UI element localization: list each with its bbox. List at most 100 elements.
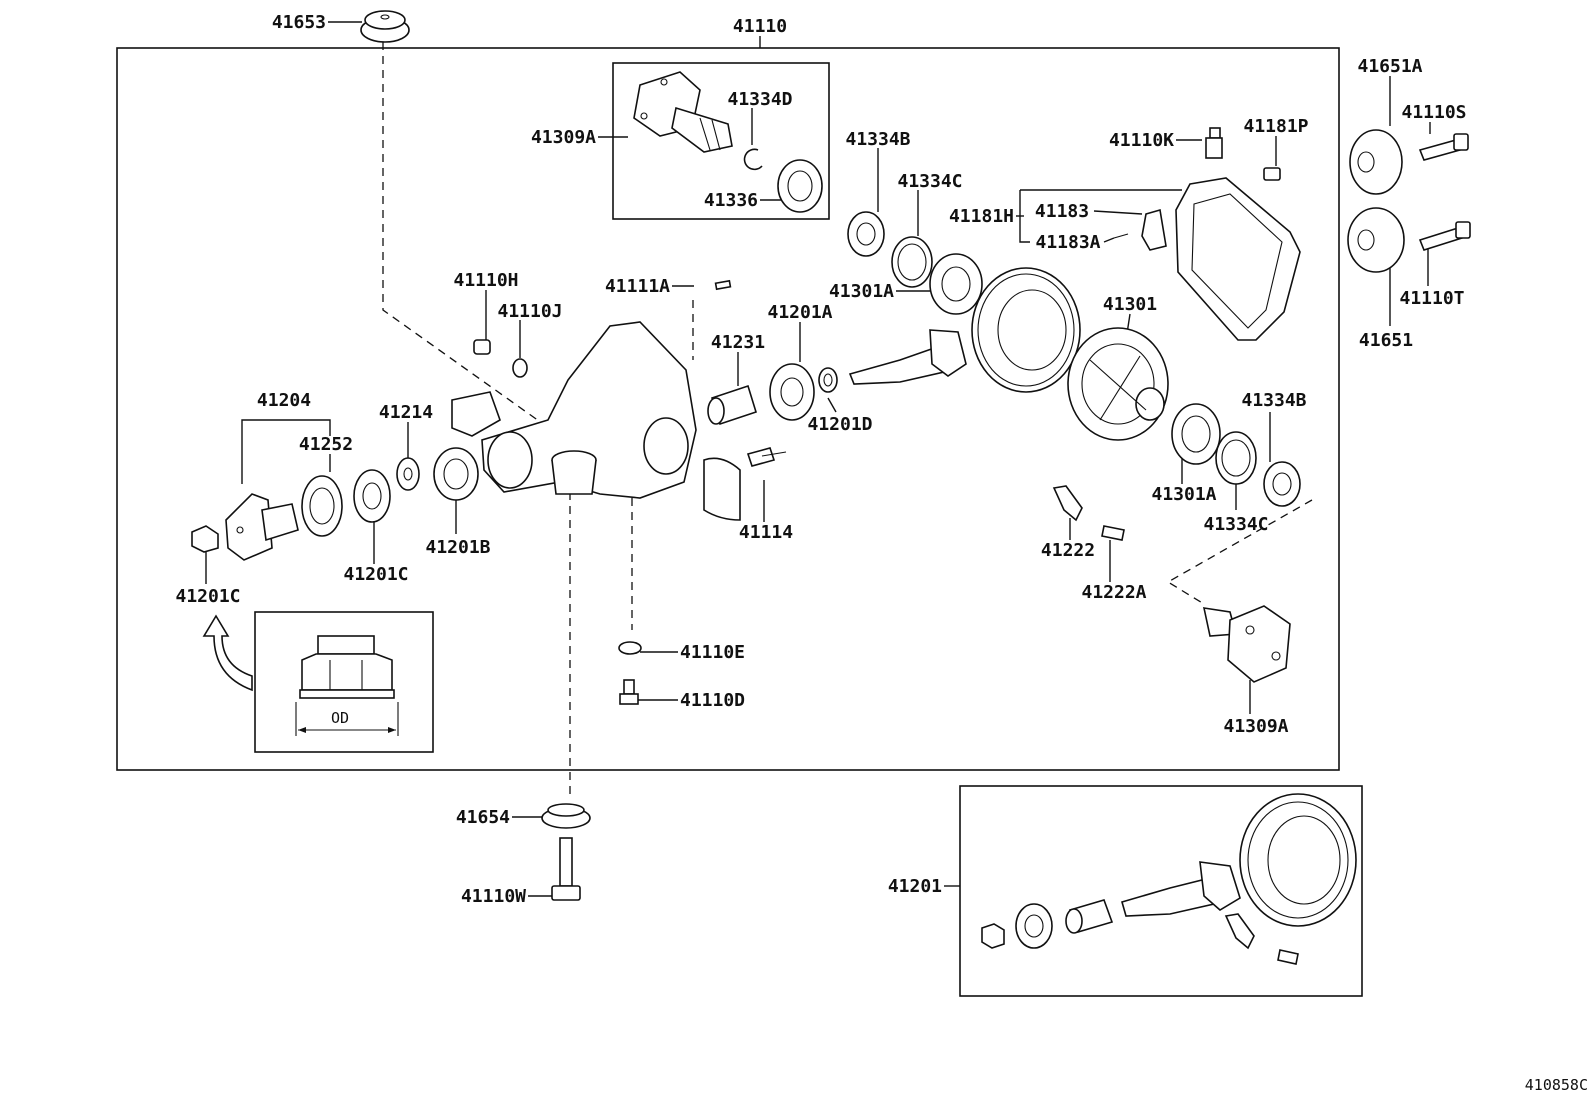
- bearing-41301a-top: [929, 253, 983, 315]
- callout-41334b-right[interactable]: 41334B: [1241, 390, 1306, 411]
- cap-bolt-41114: [746, 447, 787, 467]
- callout-41201[interactable]: 41201: [888, 876, 942, 897]
- plug-41110d: [619, 679, 639, 705]
- callout-41110k[interactable]: 41110K: [1109, 130, 1174, 151]
- pin-41111a: [714, 279, 732, 291]
- spacer-41231: [707, 384, 757, 426]
- callout-41110d[interactable]: 41110D: [680, 690, 745, 711]
- kit-sensor: [1224, 913, 1255, 950]
- callout-41309a-bottom[interactable]: 41309A: [1223, 716, 1288, 737]
- gasket-41110e: [618, 641, 642, 655]
- callout-41110s[interactable]: 41110S: [1401, 102, 1466, 123]
- bolt-41181p: [1263, 167, 1281, 181]
- callout-41201d[interactable]: 41201D: [807, 414, 872, 435]
- callout-41183a[interactable]: 41183A: [1035, 232, 1100, 253]
- callout-41181h[interactable]: 41181H: [949, 206, 1014, 227]
- companion-flange-part: [633, 71, 733, 153]
- callout-41334d[interactable]: 41334D: [727, 89, 792, 110]
- carrier-housing-part: [451, 321, 697, 499]
- companion-flange-inset-frame: [612, 62, 830, 220]
- callout-41334b-top[interactable]: 41334B: [845, 129, 910, 150]
- callout-41301a-right[interactable]: 41301A: [1151, 484, 1216, 505]
- callout-41110j[interactable]: 41110J: [497, 301, 562, 322]
- callout-41110e[interactable]: 41110E: [680, 642, 745, 663]
- callout-41654[interactable]: 41654: [456, 807, 510, 828]
- mount-cushion-41654: [541, 803, 591, 829]
- ring-gear-part: [971, 267, 1081, 393]
- callout-41231[interactable]: 41231: [711, 332, 765, 353]
- kit-bearing: [1015, 903, 1053, 949]
- callout-41110w[interactable]: 41110W: [461, 886, 526, 907]
- bolt-41110h: [473, 339, 491, 355]
- main-assembly-frame: [116, 47, 1340, 771]
- stud-bolt-41110w: [551, 837, 581, 901]
- bearing-41334b-right: [1263, 461, 1301, 507]
- vent-cap-part: [360, 10, 410, 43]
- callout-41110t[interactable]: 41110T: [1399, 288, 1464, 309]
- callout-41201c-mid[interactable]: 41201C: [343, 564, 408, 585]
- bearing-41201b: [433, 447, 479, 501]
- callout-41222a[interactable]: 41222A: [1081, 582, 1146, 603]
- image-code: 410858C: [1525, 1076, 1588, 1094]
- companion-flange-41204: [225, 493, 299, 561]
- bearing-cap-part: [703, 457, 741, 521]
- flange-nut-icon: [295, 635, 399, 736]
- sensor-41222: [1052, 485, 1083, 522]
- ring-pinion-kit-frame: [959, 785, 1363, 997]
- oil-seal-part: [777, 159, 823, 213]
- callout-41222[interactable]: 41222: [1041, 540, 1095, 561]
- callout-41214[interactable]: 41214: [379, 402, 433, 423]
- callout-41301a-top[interactable]: 41301A: [829, 281, 894, 302]
- bolt-41222a: [1101, 525, 1125, 541]
- race-41334c-right: [1215, 431, 1257, 485]
- callout-41181p[interactable]: 41181P: [1243, 116, 1308, 137]
- callout-41309a-top[interactable]: 41309A: [531, 127, 596, 148]
- callout-41334c-top[interactable]: 41334C: [897, 171, 962, 192]
- cap-41651: [1347, 207, 1405, 273]
- callout-41336[interactable]: 41336: [704, 190, 758, 211]
- callout-41201c-left[interactable]: 41201C: [175, 586, 240, 607]
- kit-bolt: [1277, 949, 1299, 965]
- breather-41110k: [1205, 127, 1223, 159]
- snap-ring-part: [743, 148, 763, 171]
- callout-41111a[interactable]: 41111A: [605, 276, 670, 297]
- callout-41334c-right[interactable]: 41334C: [1203, 514, 1268, 535]
- bolt-41110s: [1418, 133, 1469, 161]
- callout-41110h[interactable]: 41110H: [453, 270, 518, 291]
- bearing-41334b-top: [847, 211, 885, 257]
- bearing-41201c-mid: [353, 469, 391, 523]
- bearing-41201a: [769, 363, 815, 421]
- kit-pinion: [1121, 861, 1241, 917]
- callout-41301[interactable]: 41301: [1103, 294, 1157, 315]
- callout-41110[interactable]: 41110: [733, 16, 787, 37]
- callout-41204[interactable]: 41204: [257, 390, 311, 411]
- callout-41114[interactable]: 41114: [739, 522, 793, 543]
- washer-41201d: [818, 367, 838, 393]
- callout-41653[interactable]: 41653: [272, 12, 326, 33]
- differential-case-part: [1067, 327, 1169, 441]
- washer-41214: [396, 457, 420, 491]
- bolt-41183a: [1113, 233, 1129, 239]
- arrow-icon: [202, 614, 253, 692]
- cap-41651a: [1349, 129, 1403, 195]
- callout-labels: 41653 41110 41334D 41309A 41336 41334B 4…: [175, 12, 1588, 1094]
- callout-41201a[interactable]: 41201A: [767, 302, 832, 323]
- kit-spacer: [1065, 899, 1114, 934]
- callout-41252[interactable]: 41252: [299, 434, 353, 455]
- plate-41183: [1141, 208, 1167, 251]
- od-label: OD: [331, 709, 349, 727]
- bearing-41301a-right: [1171, 403, 1221, 465]
- race-41334c-top: [891, 236, 933, 288]
- callout-41651a[interactable]: 41651A: [1357, 56, 1422, 77]
- callout-41651[interactable]: 41651: [1359, 330, 1413, 351]
- kit-nut: [981, 923, 1005, 949]
- washer-41110j: [512, 358, 528, 378]
- callout-41183[interactable]: 41183: [1035, 201, 1089, 222]
- companion-flange-right: [1202, 605, 1291, 683]
- callout-41201b[interactable]: 41201B: [425, 537, 490, 558]
- gear-icon: [1239, 793, 1357, 927]
- nut-od-detail-frame: [254, 611, 434, 753]
- bolt-41110t: [1418, 221, 1471, 251]
- flange-nut-41201c: [191, 525, 219, 553]
